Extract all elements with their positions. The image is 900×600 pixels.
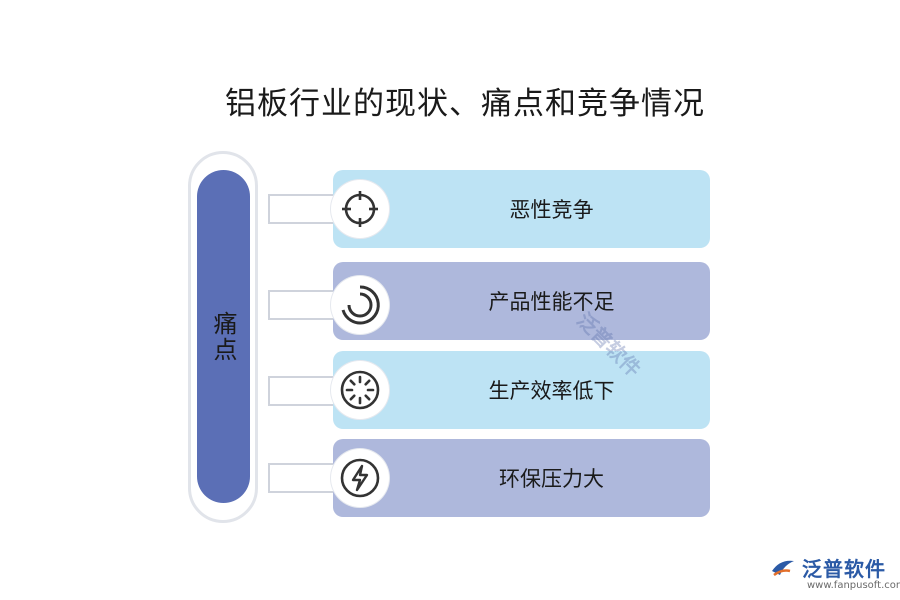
item-label-3: 生产效率低下 [488, 379, 615, 403]
circular-progress-icon [331, 276, 389, 334]
item-label-1: 恶性竞争 [509, 198, 594, 222]
connector-2 [268, 290, 338, 320]
brand-name: 泛普软件 [802, 557, 886, 581]
center-pill [197, 170, 250, 503]
item-label-4: 环保压力大 [499, 467, 604, 491]
center-label: 痛点 [209, 310, 237, 363]
connector-4 [268, 463, 338, 493]
brand-logo: 泛普软件 [770, 553, 886, 582]
brand-url: www.fanpusoft.com [807, 580, 900, 591]
item-card-3: 生产效率低下 [333, 351, 710, 429]
brand-mark-icon [772, 560, 794, 576]
lightning-bolt-icon [331, 449, 389, 507]
loading-spinner-icon [331, 361, 389, 419]
item-card-4: 环保压力大 [333, 439, 710, 517]
item-card-1: 恶性竞争 [333, 170, 710, 248]
connector-3 [268, 376, 338, 406]
connector-1 [268, 194, 338, 224]
diagram-title: 铝板行业的现状、痛点和竞争情况 [225, 86, 705, 122]
crosshair-icon [331, 180, 389, 238]
item-card-2: 产品性能不足 [333, 262, 710, 340]
item-label-2: 产品性能不足 [488, 290, 615, 314]
